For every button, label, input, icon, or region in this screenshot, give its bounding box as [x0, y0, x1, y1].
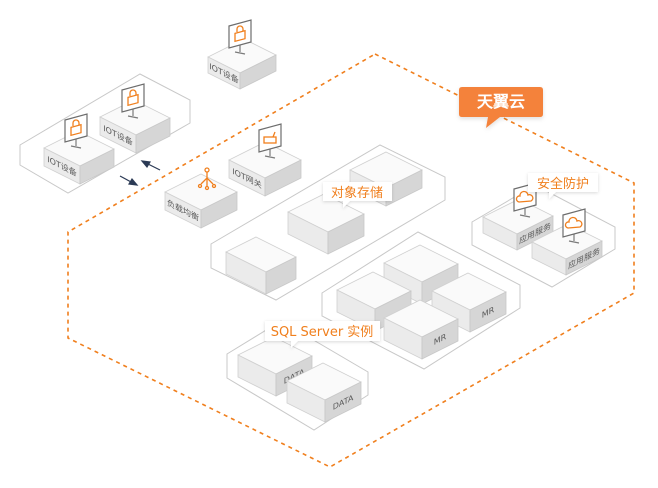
monitor-router-icon [258, 123, 282, 159]
load-balancer: 负载均衡 [164, 173, 238, 229]
sql-server-label: SQL Server 实例 [271, 325, 374, 340]
security-callout [528, 173, 598, 199]
monitor-lock-icon [64, 113, 88, 149]
monitor-cloud-icon [562, 208, 586, 244]
mr-box-top [383, 244, 459, 305]
app-service-front: 应用服务 [531, 223, 603, 276]
data-box-front: DATA [286, 362, 362, 423]
monitor-lock-icon [228, 19, 252, 55]
load-balancer-icon [197, 167, 217, 191]
storage-box-front [287, 193, 365, 255]
mr-box-front: MR [383, 299, 459, 360]
cloud-boundary [67, 53, 635, 468]
iot-gateway: IOT网关 [228, 141, 302, 197]
iot-device-top: IOT设备 [207, 38, 277, 90]
storage-box-left [225, 236, 297, 295]
iot-device-left: IOT设备 [43, 130, 115, 185]
cloud-title-badge [459, 87, 543, 128]
monitor-lock-icon [121, 83, 145, 119]
object-storage-label: 对象存储 [331, 186, 383, 201]
bidirectional-arrow-icon [119, 160, 161, 186]
object-storage-callout [323, 182, 392, 208]
sql-server-callout [265, 321, 380, 348]
iot-device-right: IOT设备 [99, 99, 171, 154]
security-label: 安全防护 [537, 176, 589, 192]
cloud-title: 天翼云 [477, 92, 525, 111]
